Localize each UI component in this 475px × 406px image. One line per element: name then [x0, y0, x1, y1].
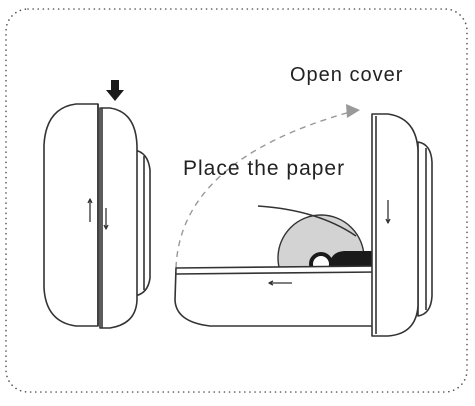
paper-leader — [257, 205, 357, 237]
open-cover-caption: Open cover — [290, 64, 404, 86]
open-cover-slide-arrow-icon — [385, 200, 391, 224]
printer-base-tray — [174, 265, 379, 327]
press-down-arrow-icon — [106, 80, 124, 101]
open-cover-lens-ring — [417, 141, 433, 317]
dotted-frame — [5, 8, 468, 393]
printer-open-cover — [371, 113, 433, 337]
open-swing-dashed-path — [175, 111, 351, 269]
place-paper-caption: Place the paper — [183, 157, 346, 180]
open-cover-shell — [371, 113, 419, 337]
printer-closed-body — [43, 103, 99, 327]
slide-arrow-icon-secondary — [103, 208, 109, 230]
slide-arrow-icon — [87, 198, 93, 222]
open-direction-arrow-icon — [346, 104, 360, 118]
paper-roll-core-holder — [330, 251, 376, 268]
printer-closed-front-cover — [99, 107, 138, 329]
printer-closed — [43, 103, 151, 329]
printer-closed-lens-ring — [133, 149, 151, 297]
tray-slide-arrow-icon — [268, 280, 292, 286]
